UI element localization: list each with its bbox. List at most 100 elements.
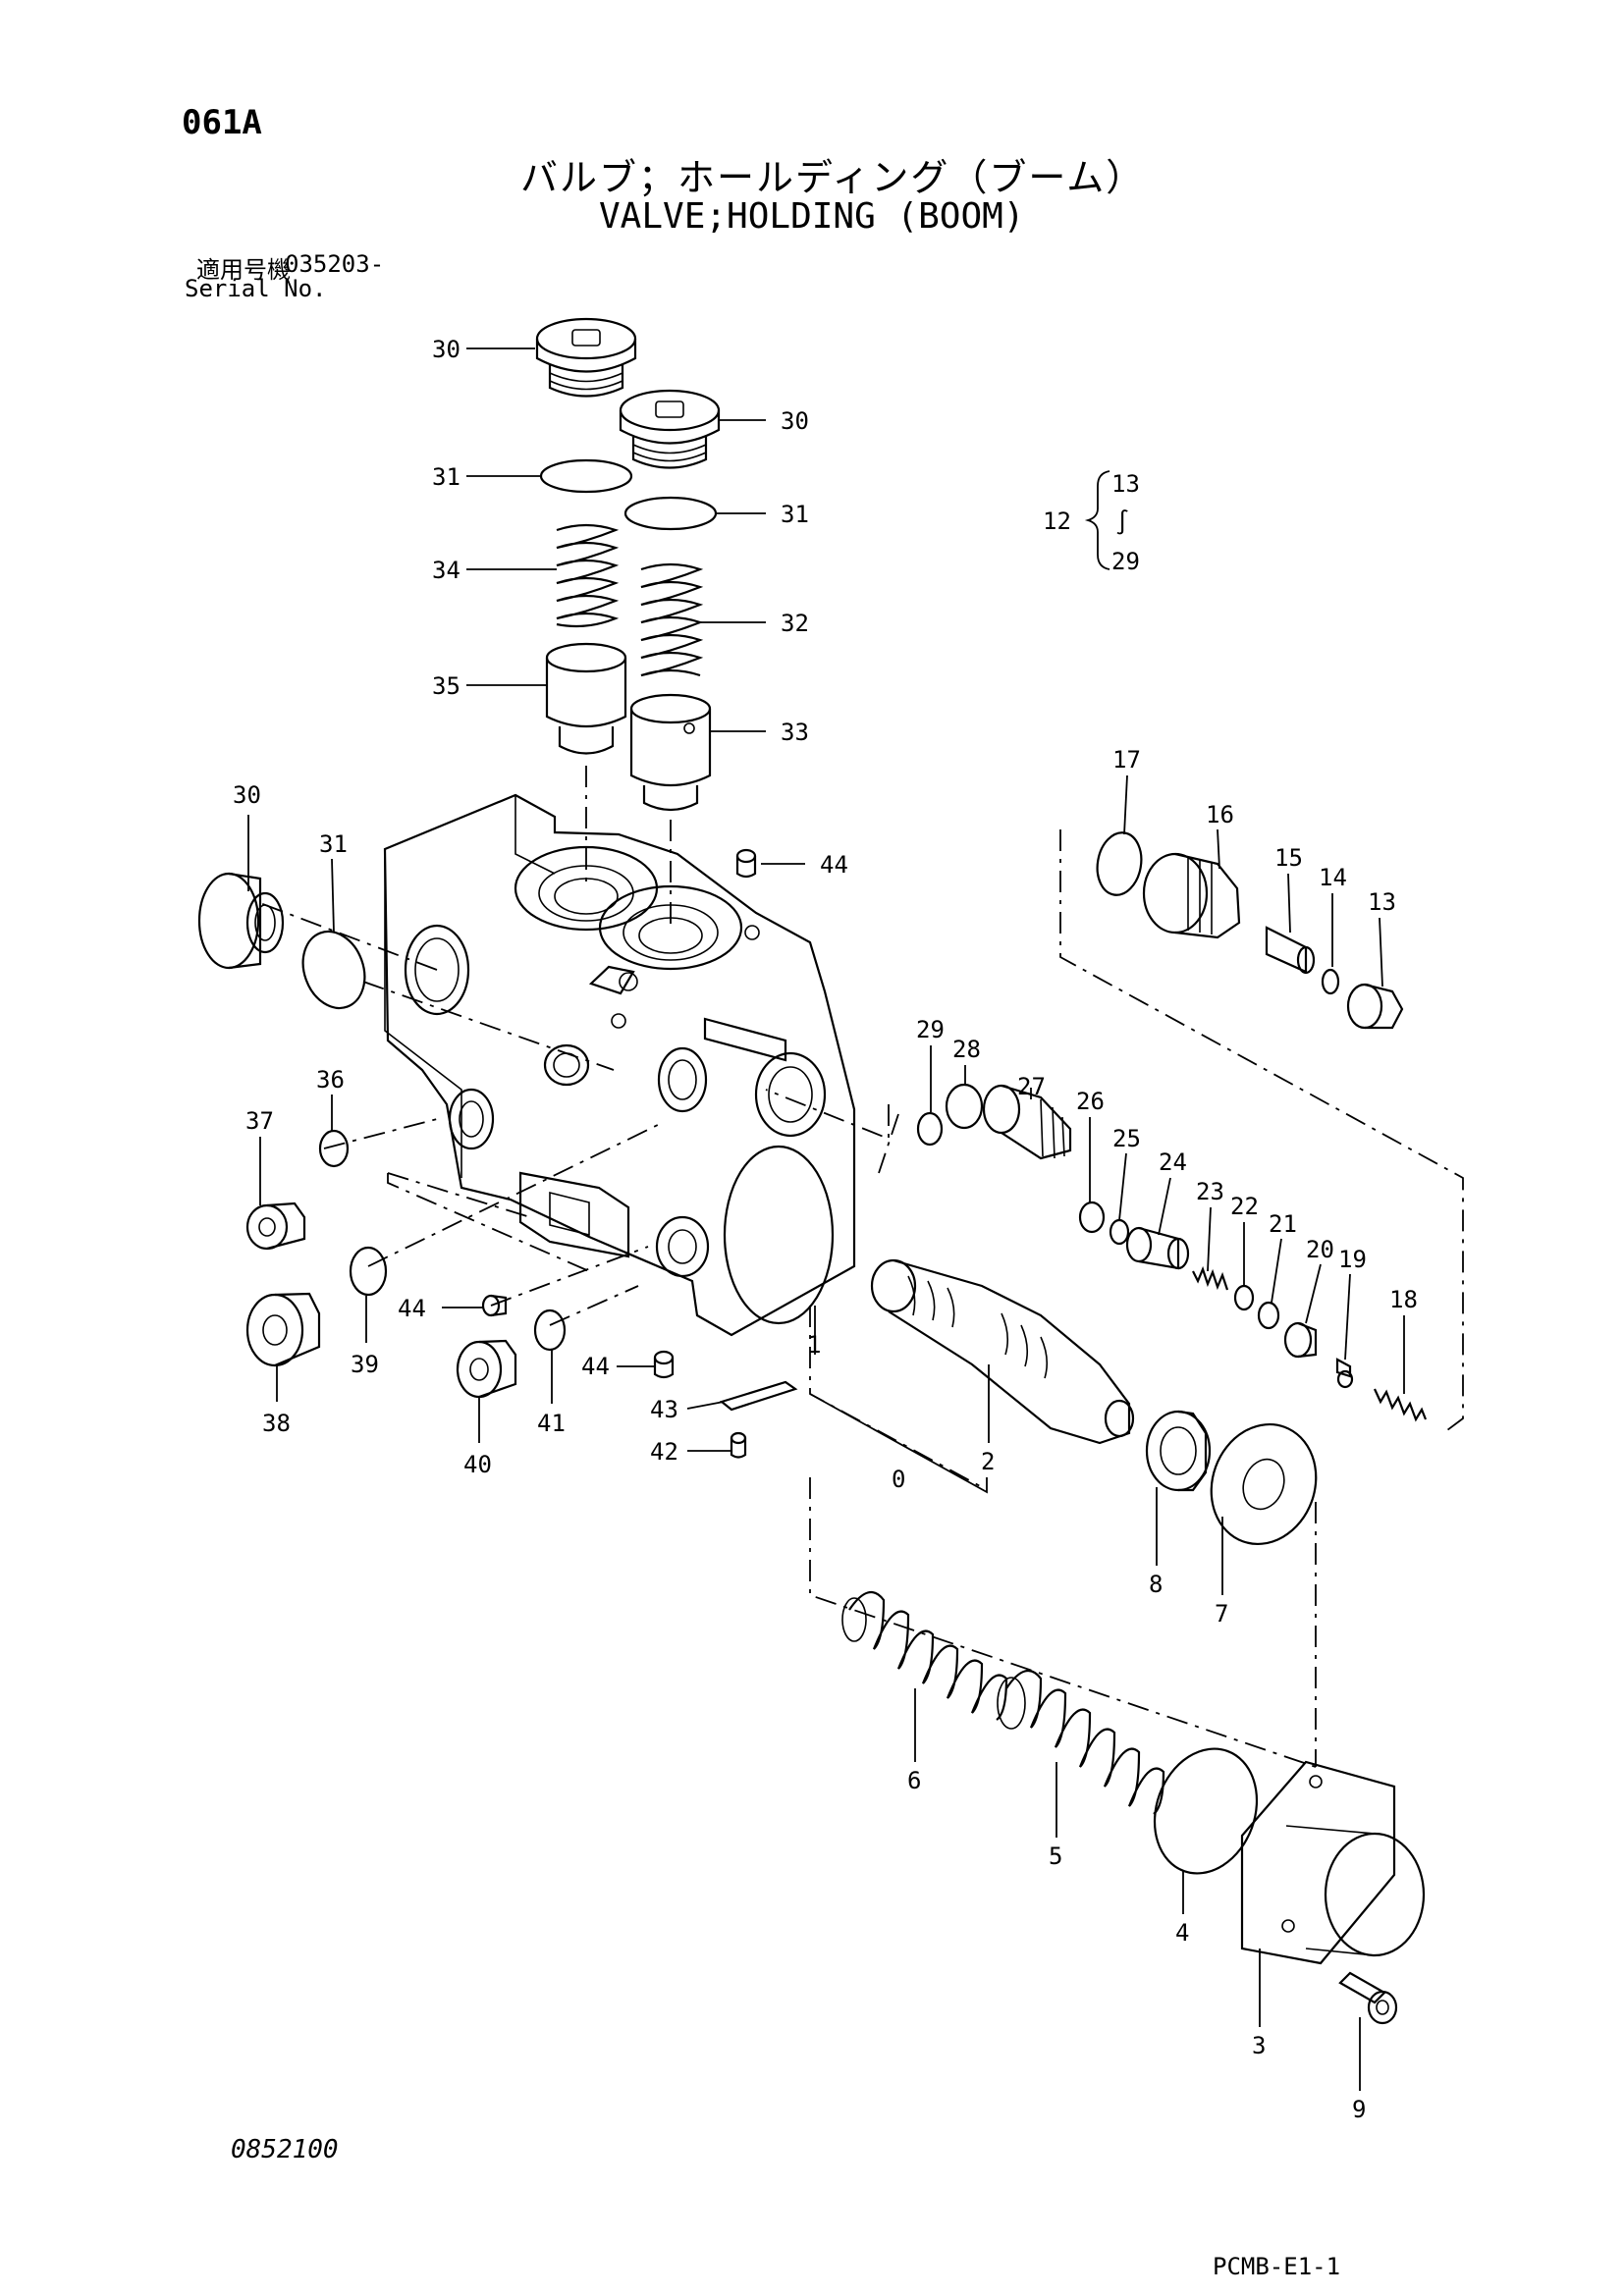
o-ring-22 bbox=[1233, 1284, 1255, 1311]
label-27: 27 bbox=[1017, 1073, 1046, 1100]
bolt-9 bbox=[1338, 1971, 1398, 2025]
label-18: 18 bbox=[1389, 1286, 1418, 1313]
o-ring-31-side bbox=[301, 930, 366, 1010]
label-35: 35 bbox=[432, 672, 460, 700]
assembly-note-separator: ∫ bbox=[1115, 508, 1129, 536]
label-16: 16 bbox=[1206, 801, 1234, 828]
label-21: 21 bbox=[1269, 1210, 1297, 1238]
piston-15 bbox=[1265, 926, 1316, 975]
leader-21 bbox=[1271, 1238, 1282, 1304]
label-7: 7 bbox=[1215, 1600, 1228, 1628]
spring-32 bbox=[640, 562, 704, 677]
serial-label-japanese: 適用号機 bbox=[196, 256, 291, 284]
plug-30-top-left bbox=[535, 317, 637, 398]
page-code: 061A bbox=[182, 103, 262, 142]
leader-24 bbox=[1158, 1177, 1171, 1236]
assembly-line-side bbox=[259, 902, 661, 1326]
o-ring-21 bbox=[1257, 1301, 1280, 1330]
label-4: 4 bbox=[1175, 1919, 1189, 1947]
label-30b: 30 bbox=[781, 407, 809, 435]
serial-label-english: Serial No. bbox=[185, 275, 327, 302]
leader-16 bbox=[1217, 828, 1220, 870]
screw-42 bbox=[730, 1431, 747, 1459]
label-2: 2 bbox=[981, 1448, 995, 1475]
label-44c: 44 bbox=[581, 1353, 610, 1380]
body-16 bbox=[1142, 852, 1241, 939]
label-34: 34 bbox=[432, 557, 460, 584]
leader-13 bbox=[1379, 917, 1383, 988]
o-ring-26 bbox=[1078, 1201, 1106, 1234]
plug-38 bbox=[245, 1292, 321, 1367]
assembly-note-parent: 12 bbox=[1043, 507, 1071, 535]
label-42: 42 bbox=[650, 1438, 678, 1466]
label-1: 1 bbox=[807, 1331, 821, 1359]
label-3: 3 bbox=[1252, 2032, 1266, 2059]
spool-2 bbox=[870, 1258, 1135, 1445]
leader-19 bbox=[1344, 1273, 1351, 1361]
label-31a: 31 bbox=[432, 463, 460, 491]
plug-37 bbox=[245, 1201, 306, 1251]
plug-13 bbox=[1346, 983, 1404, 1030]
spring-34 bbox=[556, 523, 620, 628]
leader-20 bbox=[1305, 1263, 1322, 1324]
label-41: 41 bbox=[537, 1410, 566, 1437]
label-14: 14 bbox=[1319, 864, 1347, 891]
label-43: 43 bbox=[650, 1396, 678, 1423]
o-ring-31-left bbox=[539, 458, 633, 494]
label-44b: 44 bbox=[398, 1295, 426, 1322]
label-25: 25 bbox=[1112, 1125, 1141, 1152]
label-5: 5 bbox=[1049, 1842, 1062, 1870]
sleeve-24 bbox=[1125, 1226, 1190, 1270]
o-ring-29 bbox=[916, 1111, 944, 1147]
label-13: 13 bbox=[1368, 888, 1396, 916]
plate-43 bbox=[719, 1380, 798, 1412]
assembly-line-seat bbox=[765, 1089, 899, 1174]
o-ring-31-right bbox=[623, 496, 718, 531]
piston-35 bbox=[545, 642, 627, 755]
plug-30-left bbox=[197, 872, 285, 970]
leader-25 bbox=[1118, 1152, 1127, 1221]
drawing-number: 0852100 bbox=[231, 2135, 339, 2164]
label-15: 15 bbox=[1274, 844, 1303, 872]
assembly-line-spool bbox=[809, 1306, 983, 1488]
label-30a: 30 bbox=[432, 336, 460, 363]
o-ring-17 bbox=[1096, 831, 1143, 896]
label-36: 36 bbox=[316, 1066, 345, 1094]
o-ring-14 bbox=[1321, 968, 1340, 995]
plug-44-left bbox=[481, 1294, 508, 1317]
o-ring-41 bbox=[533, 1308, 567, 1352]
label-17: 17 bbox=[1112, 746, 1141, 774]
piston-19 bbox=[1335, 1358, 1354, 1389]
label-23: 23 bbox=[1196, 1178, 1224, 1205]
o-ring-39 bbox=[349, 1246, 388, 1297]
leader-0-1-2 bbox=[809, 1393, 988, 1494]
assembly-note-from: 13 bbox=[1111, 470, 1140, 498]
label-24: 24 bbox=[1159, 1148, 1187, 1176]
plug-30-top-right bbox=[619, 389, 721, 469]
label-31c: 31 bbox=[319, 830, 348, 858]
leader-17 bbox=[1123, 774, 1128, 835]
label-37: 37 bbox=[245, 1107, 274, 1135]
leader-31c bbox=[331, 858, 335, 934]
piston-33 bbox=[629, 693, 712, 812]
ring-28 bbox=[945, 1083, 984, 1130]
serial-number: 035203- bbox=[285, 250, 385, 278]
plug-44-upper bbox=[735, 848, 757, 879]
assembly-line-cover bbox=[809, 1477, 1317, 1768]
title-english: VALVE;HOLDING (BOOM) bbox=[599, 196, 1025, 237]
label-40: 40 bbox=[463, 1451, 492, 1478]
label-26: 26 bbox=[1076, 1088, 1105, 1115]
label-29: 29 bbox=[916, 1016, 945, 1043]
label-22: 22 bbox=[1230, 1193, 1259, 1220]
washer-7 bbox=[1210, 1422, 1318, 1546]
sheet-code: PCMB-E1-1 bbox=[1213, 2253, 1341, 2280]
o-ring-4 bbox=[1153, 1747, 1259, 1875]
poppet-20 bbox=[1283, 1321, 1318, 1359]
valve-body bbox=[383, 793, 856, 1337]
label-28: 28 bbox=[952, 1036, 981, 1063]
title-japanese: バルブ；ホールディング（ブーム） bbox=[520, 156, 1146, 199]
label-32: 32 bbox=[781, 610, 809, 637]
assembly-note-to: 29 bbox=[1111, 548, 1140, 575]
